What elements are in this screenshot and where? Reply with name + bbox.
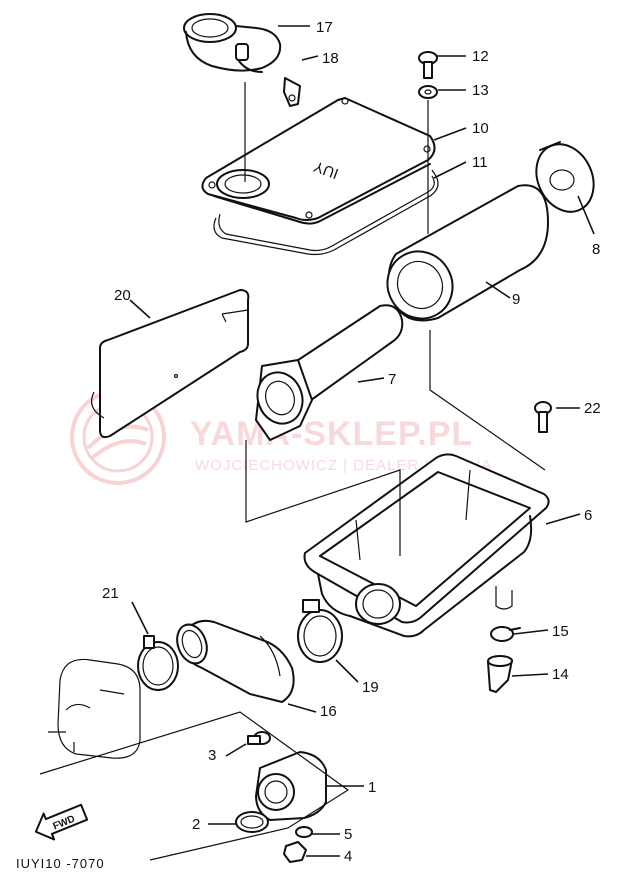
part-13-washer — [418, 85, 438, 99]
callout-12: 12 — [472, 48, 489, 65]
callout-8: 8 — [592, 241, 600, 258]
part-6-air-cleaner-case — [303, 453, 550, 638]
part-17-intake-duct — [183, 13, 282, 73]
part-1-intake-joint — [255, 751, 327, 821]
callout-14: 14 — [552, 666, 569, 683]
part-3-bolt — [247, 731, 271, 745]
callout-11: 11 — [472, 154, 488, 171]
part-20-plate — [91, 289, 250, 439]
part-19-hose-clamp — [297, 599, 343, 663]
callout-6: 6 — [584, 507, 592, 524]
callout-labels: 17 18 12 13 10 11 8 9 20 7 22 6 15 14 21… — [102, 19, 601, 865]
callout-7: 7 — [388, 371, 396, 388]
part-12-bolt — [418, 51, 438, 79]
callout-22: 22 — [584, 400, 601, 417]
callout-18: 18 — [322, 50, 339, 67]
part-7-joint — [255, 304, 404, 441]
part-18-hose-fitting — [283, 77, 301, 107]
carburetor-reference — [48, 658, 141, 759]
callout-10: 10 — [472, 120, 489, 137]
assembly-lines — [39, 82, 546, 861]
part-16-carburetor-joint — [176, 619, 295, 703]
callout-2: 2 — [192, 816, 200, 833]
part-8-element-cap — [535, 141, 595, 213]
callout-9: 9 — [512, 291, 520, 308]
callout-15: 15 — [552, 623, 569, 640]
callout-5: 5 — [344, 826, 352, 843]
diagram-code: IUYI10 -7070 — [16, 856, 105, 871]
callout-16: 16 — [320, 703, 337, 720]
part-11-gasket — [213, 169, 439, 256]
forward-arrow: FWD — [34, 803, 89, 841]
leader-lines — [129, 25, 595, 857]
watermark-subtitle: WOJCIECHOWICZ | DEALER YAMAHA — [195, 457, 492, 474]
part-22-bolt — [534, 401, 552, 433]
part-15-clamp — [490, 626, 521, 642]
part-14-drain-cap — [487, 655, 513, 693]
callout-1: 1 — [368, 779, 376, 796]
callout-17: 17 — [316, 19, 333, 36]
part-10-case-cover: IUY — [201, 97, 436, 225]
watermark: YAMA-SKLEP.PL WOJCIECHOWICZ | DEALER YAM… — [70, 389, 492, 485]
watermark-title: YAMA-SKLEP.PL — [190, 415, 473, 453]
part-21-hose-clamp — [137, 635, 179, 691]
callout-21: 21 — [102, 585, 119, 602]
part-4-nut — [283, 841, 307, 863]
callout-3: 3 — [208, 747, 216, 764]
part-5-washer — [295, 826, 313, 838]
callout-19: 19 — [362, 679, 379, 696]
part-2-o-ring — [235, 811, 269, 833]
part-9-filter-element — [386, 184, 549, 322]
callout-4: 4 — [344, 848, 352, 865]
callout-20: 20 — [114, 287, 131, 304]
callout-13: 13 — [472, 82, 489, 99]
